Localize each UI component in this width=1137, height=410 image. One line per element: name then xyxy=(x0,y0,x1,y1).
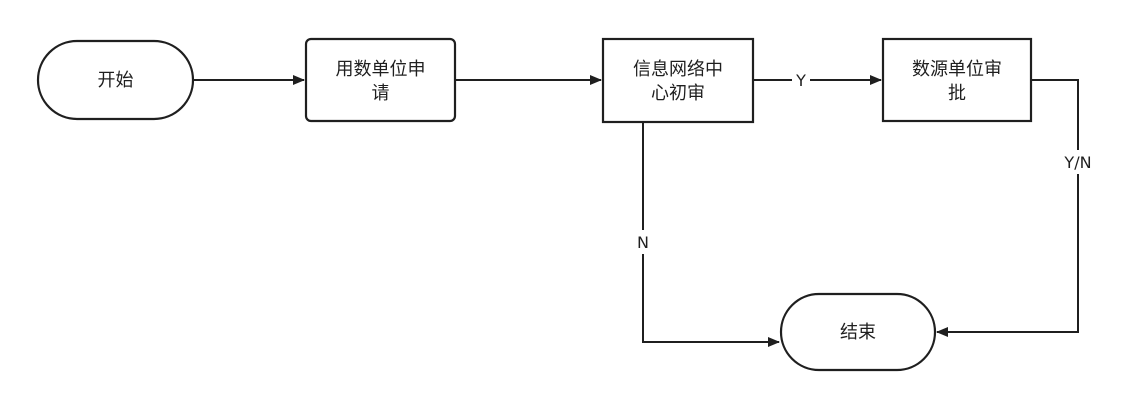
edge-label-y-text: Y xyxy=(795,71,806,90)
edge-label-y: Y xyxy=(792,68,810,92)
edge-label-yn: Y/N xyxy=(1058,150,1098,174)
edge-label-n: N xyxy=(633,230,653,254)
node-apply[interactable]: 用数单位申 请 xyxy=(304,37,457,123)
node-start-shape xyxy=(36,39,195,121)
node-review-label-line1: 信息网络中 xyxy=(633,59,723,80)
node-approve[interactable]: 数源单位审 批 xyxy=(881,37,1033,123)
node-start[interactable]: 开始 xyxy=(36,39,195,121)
node-start-label: 开始 xyxy=(98,70,134,91)
node-approve-label-line1: 数源单位审 xyxy=(912,59,1002,80)
node-end-label: 结束 xyxy=(840,322,876,343)
node-review-shape xyxy=(601,37,755,124)
node-apply-label-line1: 用数单位申 xyxy=(336,59,426,80)
edge-label-n-text: N xyxy=(637,233,649,252)
node-review[interactable]: 信息网络中 心初审 xyxy=(601,37,755,124)
node-approve-shape xyxy=(881,37,1033,123)
edge-review-to-end[interactable] xyxy=(642,122,780,347)
node-end[interactable]: 结束 xyxy=(779,292,937,372)
node-apply-label-line2: 请 xyxy=(372,83,390,104)
edge-label-yn-text: Y/N xyxy=(1063,153,1091,172)
node-apply-shape xyxy=(304,37,457,123)
node-approve-label-line2: 批 xyxy=(948,83,966,104)
node-end-shape xyxy=(779,292,937,372)
edge-approve-to-end[interactable] xyxy=(936,79,1079,337)
node-review-label-line2: 心初审 xyxy=(651,83,705,104)
